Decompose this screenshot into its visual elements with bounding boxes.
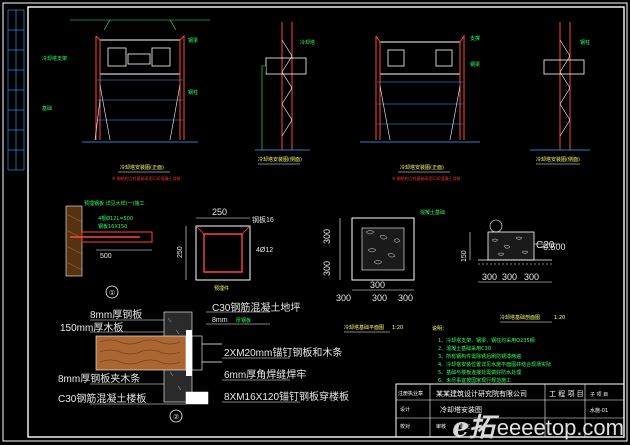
view3-note-a: 支撑 — [470, 35, 480, 42]
elevation-view-front-2: 支撑 钢梁 冷却塔安装图(正面) ※ 钢结构立柱基础采用C30混凝土浇筑 — [360, 34, 480, 181]
section-dim-a: 300 — [482, 272, 497, 282]
title-drawing-name: 冷却塔安装图 — [440, 405, 482, 414]
elevation-view-side-2: 钢柱 冷却塔安装图(侧面) — [530, 22, 590, 165]
notes-heading: 说明： — [432, 325, 447, 332]
title-block: 注册执业章 某某建筑设计研究院有限公司 工 程 项 目 子 项 目 设计 校对 … — [395, 383, 625, 438]
title-cell-2: 校对 — [400, 423, 410, 430]
plan-dim-bottom-b: 300 — [372, 293, 387, 303]
plan-dim-bottom-a: 300 — [336, 293, 351, 303]
title-cell-4: 审定 — [460, 423, 470, 430]
view1-note-d: 基础 — [42, 105, 52, 112]
footing-plan: 300 300 300 300 300 300 混凝土基础 冷却塔基础平面图 1… — [322, 209, 445, 333]
section-c20: C20 — [536, 240, 555, 251]
view3-note-b: 钢梁 — [470, 61, 480, 68]
detail-label-c30-bot: C30钢筋混凝土楼板 — [58, 392, 146, 405]
title-project-label: 工 程 项 目 — [549, 389, 584, 398]
watermark-logo-icon: e拓 — [452, 413, 495, 443]
view2-caption: 冷却塔安装图(侧面) — [258, 156, 302, 163]
detail-label-6mm: 6mm厚角焊缝焊牢 — [224, 368, 306, 381]
view1-note-b: 钢梁 — [188, 37, 198, 44]
section-scale: 1:20 — [554, 315, 565, 321]
plan-dim-bottom-c: 300 — [398, 293, 413, 303]
section-dim-150: 150 — [461, 250, 468, 262]
notes-line-1: 1、冷却塔支架、钢梁、钢柱均采用Q235钢 — [438, 337, 535, 344]
sheet-inner-border — [27, 6, 625, 438]
title-company: 某某建筑设计研究院有限公司 — [436, 389, 527, 398]
detail-label-t2: 厚钢板 — [236, 317, 251, 324]
view3-caption-red: ※ 钢结构立柱基础采用C30混凝土浇筑 — [392, 175, 461, 181]
title-number: 水施-01 — [590, 407, 608, 414]
watermark-url: eeeetop.com — [496, 415, 624, 440]
title-cell-3: 审核 — [436, 423, 446, 430]
plan-dim-mid: 300 — [370, 280, 385, 290]
detail-label-c30-top: C30钢筋混凝土地坪 — [212, 301, 300, 314]
view4-note: 钢柱 — [580, 39, 590, 46]
title-cell-1: 设计 — [400, 406, 410, 413]
view1-caption: 冷却塔安装图(正面) — [120, 164, 164, 171]
section-dim-c: 300 — [524, 272, 539, 282]
wall-note-top: 预埋钢板 详见大样(一)施工 — [84, 200, 145, 207]
plate-caption: 预埋件 — [214, 285, 229, 292]
view1-caption-red: ※ 钢结构立柱基础采用C30混凝土浇筑 — [112, 175, 181, 181]
section-caption: 冷却塔基础剖面图 — [500, 314, 540, 321]
bottom-connection-detail: C30钢筋混凝土地坪 8mm 厚钢板 8mm厚钢板 150mm厚木板 2XM20… — [58, 301, 349, 423]
footing-section: C20 -0.500 150 300 300 300 冷却塔基础剖面图 1:20 — [461, 219, 566, 323]
plate-label: 钢板16 — [252, 215, 274, 224]
embed-plate-detail: 250 250 钢板16 4Ø12 预埋件 — [177, 207, 274, 292]
binding-strip — [7, 9, 25, 171]
marker-detail-2: ② — [173, 413, 179, 421]
plan-scale: 1:20 — [392, 325, 403, 331]
title-sub-label: 子 项 目 — [590, 391, 608, 398]
elevation-view-front-1: 冷却塔支架 钢梁 钢柱 基础 冷却塔安装图(正面) ※ 钢结构立柱基础采用C30… — [42, 19, 210, 181]
view4-caption: 冷却塔安装图(侧面) — [536, 156, 580, 163]
notes-line-4: 4、冷却塔安装位置详见水施平面图并结合现场实际 — [438, 361, 551, 368]
plate-dim-left: 250 — [177, 246, 184, 258]
plan-dim-left-b: 300 — [322, 261, 332, 276]
view1-note-a: 冷却塔支架 — [42, 55, 67, 62]
watermark: e拓 eeeetop.com — [452, 415, 624, 441]
general-notes: 说明： 1、冷却塔支架、钢梁、钢柱均采用Q235钢 2、混凝土基础采用C30 3… — [432, 325, 551, 384]
detail-label-8mm-b: 8mm厚钢板夹木条 — [58, 372, 140, 385]
wall-rebar-label2: 钢板16X150 — [98, 223, 127, 230]
notes-line-5: 5、基础与楼板连接处需做好防水处理 — [438, 369, 521, 376]
section-dim-b: 300 — [502, 272, 517, 282]
view1-note-c: 钢柱 — [188, 89, 198, 96]
plan-note: 混凝土基础 — [420, 209, 445, 216]
plan-caption: 冷却塔基础平面图 — [344, 324, 384, 331]
detail-label-t1: 8mm — [212, 317, 228, 324]
plate-dim-top: 250 — [212, 207, 227, 217]
plan-dim-left-a: 300 — [322, 229, 332, 244]
detail-label-8xm: 8XM16X120锚钉钢板穿楼板 — [224, 390, 349, 403]
plate-anchor-label: 4Ø12 — [256, 247, 273, 254]
wall-rebar-label: 4根Ø12L=500 — [98, 215, 133, 222]
notes-line-3: 3、所有钢构件需除锈后刷防锈漆两遍 — [438, 353, 521, 360]
elevation-view-side-1: 冷却塔 冷却塔安装图(侧面) — [255, 22, 315, 165]
detail-label-2xm: 2XM20mm锚钉钢板和木条 — [224, 346, 342, 359]
section-level: -0.500 — [540, 242, 566, 252]
view3-caption: 冷却塔安装图(正面) — [400, 164, 444, 171]
wall-dim-500: 500 — [100, 253, 112, 260]
notes-line-2: 2、混凝土基础采用C30 — [438, 345, 491, 352]
title-row-left: 注册执业章 — [398, 390, 423, 397]
view2-note: 冷却塔 — [300, 39, 315, 46]
notes-line-6: 6、未尽事宜按国家现行规范施工 — [438, 377, 511, 384]
detail-label-8mm: 8mm厚钢板 — [90, 308, 142, 321]
wall-embed-detail: 500 预埋钢板 详见大样(一)施工 4根Ø12L=500 钢板16X150 ① — [65, 200, 153, 299]
detail-label-150: 150mm厚木板 — [60, 321, 123, 334]
marker-detail-1: ① — [109, 289, 115, 297]
